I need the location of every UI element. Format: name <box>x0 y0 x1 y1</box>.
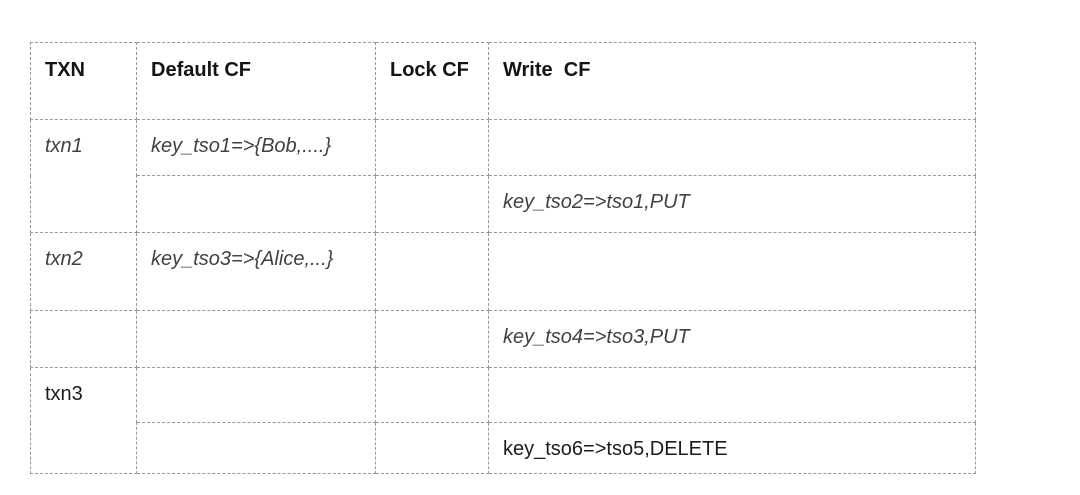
cell-txn2-label: txn2 <box>30 232 137 311</box>
cell-txn1-lock-cf <box>375 119 489 176</box>
row-txn2: txn2 key_tso3=>{Alice,...} <box>30 232 976 311</box>
cell-txn3-write-cf-empty <box>488 367 976 423</box>
cell-txn2-lock-cf-empty <box>375 310 489 368</box>
cell-txn2-lock-cf <box>375 232 489 311</box>
cell-txn3-label: txn3 <box>30 367 137 474</box>
cell-txn1-write-cf-record: key_tso2=>tso1,PUT <box>488 175 976 233</box>
cell-txn3-default-cf-empty <box>136 422 376 474</box>
cell-txn1-write-cf-empty <box>488 119 976 176</box>
header-cell-default-cf: Default CF <box>136 42 376 120</box>
cell-txn2-default-cf-empty <box>136 310 376 368</box>
cell-txn1-label: txn1 <box>30 119 137 233</box>
row-txn2-write-record: key_tso4=>tso3,PUT <box>30 310 976 368</box>
cell-txn2-write-cf-empty <box>488 232 976 311</box>
row-txn3-write-record: key_tso6=>tso5,DELETE <box>31 422 976 474</box>
row-txn1-write-record: key_tso2=>tso1,PUT <box>31 175 976 233</box>
cell-txn2-default-cf: key_tso3=>{Alice,...} <box>136 232 376 311</box>
cell-txn3-write-cf-record: key_tso6=>tso5,DELETE <box>488 422 976 474</box>
cell-txn1-default-cf: key_tso1=>{Bob,....} <box>136 119 376 176</box>
row-txn3: txn3 <box>30 367 976 474</box>
cell-txn3-default-cf <box>136 367 376 423</box>
cell-txn3-lock-cf <box>375 367 489 423</box>
row-txn1: txn1 key_tso1=>{Bob,....} <box>30 119 976 233</box>
header-cell-lock-cf: Lock CF <box>375 42 489 120</box>
transaction-cf-table: TXN Default CF Lock CF Write CF txn1 key… <box>30 42 976 474</box>
cell-txn1-lock-cf-empty <box>375 175 489 233</box>
cell-txn2-write-cf-record: key_tso4=>tso3,PUT <box>488 310 976 368</box>
cell-txn3-lock-cf-empty <box>375 422 489 474</box>
header-cell-write-cf: Write CF <box>488 42 976 120</box>
cell-txn1-default-cf-empty <box>136 175 376 233</box>
header-row: TXN Default CF Lock CF Write CF <box>30 42 976 120</box>
cell-txn2-txn-empty <box>30 310 137 368</box>
header-cell-txn: TXN <box>30 42 137 120</box>
